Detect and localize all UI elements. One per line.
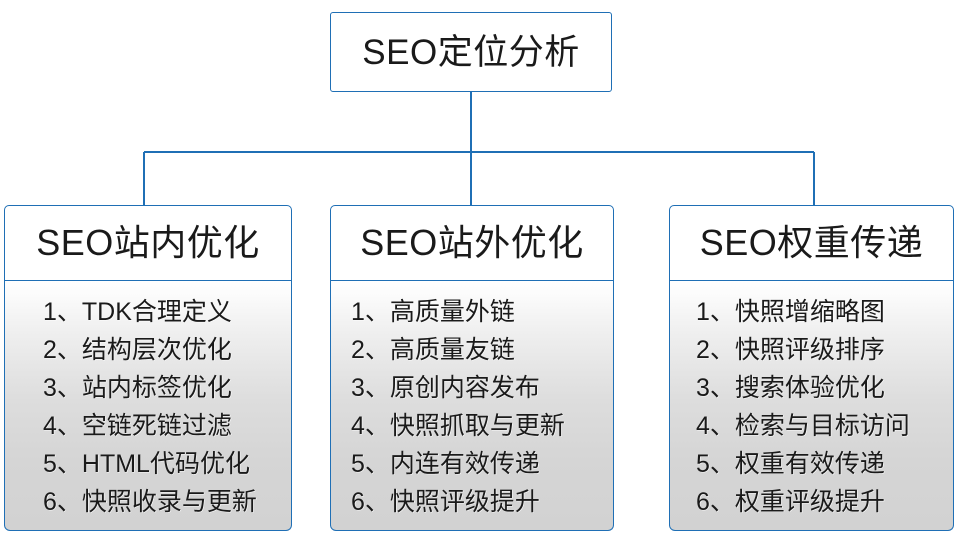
branch-header-2[interactable]: SEO权重传递 — [669, 205, 954, 281]
branch-header-0[interactable]: SEO站内优化 — [4, 205, 292, 281]
branch-column-seo-offsite: SEO站外优化 1、高质量外链 2、高质量友链 3、原创内容发布 4、快照抓取与… — [330, 205, 614, 531]
list-item: 2、结构层次优化 — [43, 336, 232, 364]
list-item: 6、快照收录与更新 — [43, 488, 257, 516]
branch-header-label-0: SEO站内优化 — [36, 222, 260, 263]
list-item: 6、快照评级提升 — [351, 488, 540, 516]
branch-body-0: 1、TDK合理定义 2、结构层次优化 3、站内标签优化 4、空链死链过滤 5、H… — [4, 281, 292, 531]
branch-list-2: 1、快照增缩略图 2、快照评级排序 3、搜索体验优化 4、检索与目标访问 5、权… — [670, 293, 953, 521]
list-item: 5、权重有效传递 — [696, 450, 885, 478]
list-item: 4、检索与目标访问 — [696, 412, 910, 440]
list-item: 3、站内标签优化 — [43, 374, 232, 402]
branch-list-0: 1、TDK合理定义 2、结构层次优化 3、站内标签优化 4、空链死链过滤 5、H… — [5, 293, 291, 521]
branch-header-1[interactable]: SEO站外优化 — [330, 205, 614, 281]
list-item: 6、权重评级提升 — [696, 488, 885, 516]
list-item: 1、快照增缩略图 — [696, 298, 885, 326]
list-item: 5、内连有效传递 — [351, 450, 540, 478]
list-item: 2、高质量友链 — [351, 336, 515, 364]
branch-body-1: 1、高质量外链 2、高质量友链 3、原创内容发布 4、快照抓取与更新 5、内连有… — [330, 281, 614, 531]
root-node[interactable]: SEO定位分析 — [330, 12, 612, 92]
branch-column-seo-onsite: SEO站内优化 1、TDK合理定义 2、结构层次优化 3、站内标签优化 4、空链… — [4, 205, 292, 531]
branch-list-1: 1、高质量外链 2、高质量友链 3、原创内容发布 4、快照抓取与更新 5、内连有… — [331, 293, 613, 521]
list-item: 4、快照抓取与更新 — [351, 412, 565, 440]
list-item: 1、TDK合理定义 — [43, 298, 232, 326]
branch-header-label-2: SEO权重传递 — [699, 222, 924, 263]
list-item: 3、原创内容发布 — [351, 374, 540, 402]
root-node-label: SEO定位分析 — [362, 32, 580, 72]
list-item: 5、HTML代码优化 — [43, 450, 250, 478]
list-item: 4、空链死链过滤 — [43, 412, 232, 440]
branch-header-label-1: SEO站外优化 — [360, 222, 584, 263]
branch-column-seo-weight: SEO权重传递 1、快照增缩略图 2、快照评级排序 3、搜索体验优化 4、检索与… — [669, 205, 954, 531]
list-item: 3、搜索体验优化 — [696, 374, 885, 402]
branch-body-2: 1、快照增缩略图 2、快照评级排序 3、搜索体验优化 4、检索与目标访问 5、权… — [669, 281, 954, 531]
list-item: 1、高质量外链 — [351, 298, 515, 326]
list-item: 2、快照评级排序 — [696, 336, 885, 364]
